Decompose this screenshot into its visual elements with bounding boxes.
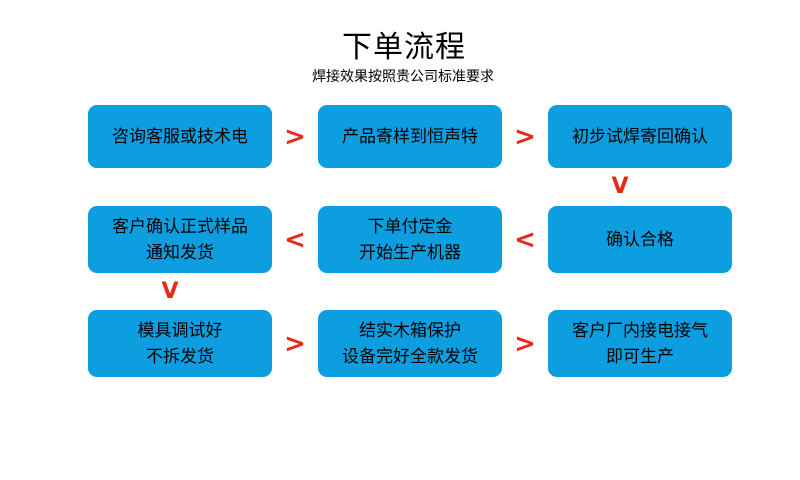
flow-node-7-line-1: 模具调试好 (137, 320, 223, 341)
flow-node-8[interactable]: 结实木箱保护 设备完好全款发货 (318, 310, 502, 377)
arrow-right-icon-4: > (514, 329, 536, 359)
flow-node-2[interactable]: 产品寄样到恒声特 (318, 105, 502, 168)
page-title: 下单流程 (342, 30, 466, 65)
flow-node-3[interactable]: 初步试焊寄回确认 (548, 105, 732, 168)
flowchart-header: 下单流程 焊接效果按照贵公司标准要求 (0, 30, 800, 86)
flow-node-5[interactable]: 下单付定金 开始生产机器 (318, 206, 502, 273)
arrow-down-icon-2: V (161, 279, 179, 304)
flow-node-8-line-2: 设备完好全款发货 (342, 346, 478, 367)
arrow-left-icon-2: < (514, 225, 536, 255)
flow-node-6[interactable]: 确认合格 (548, 206, 732, 273)
flow-node-2-line-1: 产品寄样到恒声特 (342, 126, 478, 147)
arrow-right-icon-1: > (284, 122, 306, 152)
flow-node-9-line-1: 客户厂内接电接气 (572, 320, 708, 341)
flow-node-7[interactable]: 模具调试好 不拆发货 (88, 310, 272, 377)
flow-node-1-line-1: 咨询客服或技术电 (112, 126, 248, 147)
flow-node-5-line-1: 下单付定金 (367, 216, 453, 237)
flow-node-5-line-2: 开始生产机器 (359, 242, 461, 263)
arrow-down-icon-1: V (611, 174, 629, 199)
flow-node-3-line-1: 初步试焊寄回确认 (572, 126, 708, 147)
flow-node-6-line-1: 确认合格 (606, 229, 674, 250)
flow-node-8-line-1: 结实木箱保护 (359, 320, 461, 341)
arrow-right-icon-3: > (284, 329, 306, 359)
flow-node-4[interactable]: 客户确认正式样品 通知发货 (88, 206, 272, 273)
flow-node-9-line-2: 即可生产 (606, 346, 674, 367)
flow-node-4-line-2: 通知发货 (146, 242, 214, 263)
flow-node-1[interactable]: 咨询客服或技术电 (88, 105, 272, 168)
arrow-right-icon-2: > (514, 122, 536, 152)
flow-node-7-line-2: 不拆发货 (146, 346, 214, 367)
flow-node-4-line-1: 客户确认正式样品 (112, 216, 248, 237)
page-subtitle: 焊接效果按照贵公司标准要求 (312, 69, 494, 85)
arrow-left-icon-1: < (284, 225, 306, 255)
flow-node-9[interactable]: 客户厂内接电接气 即可生产 (548, 310, 732, 377)
